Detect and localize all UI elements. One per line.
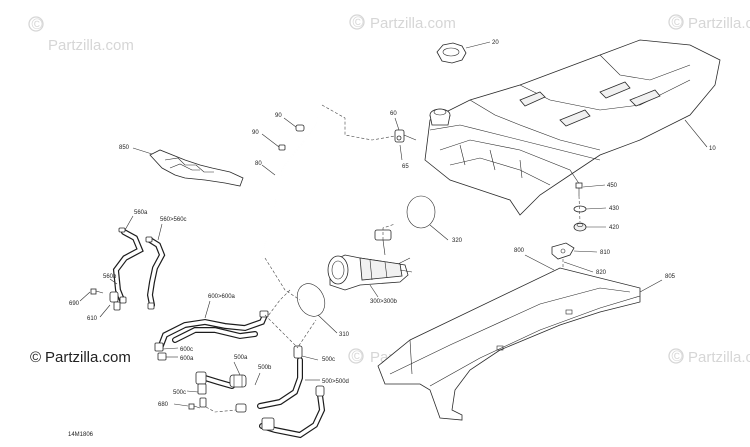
callout-90: 90 <box>275 113 282 119</box>
svg-text:©: © <box>30 349 41 366</box>
callout-850: 850 <box>119 145 130 151</box>
fuel-cap <box>436 42 467 64</box>
screw-680 <box>188 403 201 410</box>
svg-text:©: © <box>672 14 683 31</box>
pump-gasket <box>296 283 326 317</box>
mount-bracket <box>551 242 575 260</box>
fuel-tank <box>424 39 721 216</box>
svg-text:Partzilla.com: Partzilla.com <box>370 15 456 32</box>
tube-clip <box>278 124 305 151</box>
callout-65: 65 <box>402 164 409 170</box>
svg-text:Partzilla.com: Partzilla.com <box>688 349 750 366</box>
callout-560b: 560b <box>103 274 117 280</box>
callout-500a: 500a <box>234 355 248 361</box>
fitting-610 <box>109 291 121 311</box>
callout-420: 420 <box>609 225 620 231</box>
callout-500c2: 500c <box>173 390 186 396</box>
callout-600c: 600c <box>180 347 193 353</box>
callout-820: 820 <box>596 270 607 276</box>
svg-text:Partzilla.com: Partzilla.com <box>45 349 131 366</box>
svg-text:Partzilla.com: Partzilla.com <box>48 37 134 54</box>
hose-clamps-600 <box>154 310 269 361</box>
callout-430: 430 <box>609 206 620 212</box>
callout-10: 10 <box>709 146 716 152</box>
callout-90b: 90 <box>252 130 259 136</box>
bolt <box>575 182 583 196</box>
watermark-top-left: © Partzilla.com <box>28 16 134 54</box>
svg-text:©: © <box>672 348 683 365</box>
callout-805: 805 <box>665 274 676 280</box>
callout-610: 610 <box>87 316 98 322</box>
watermark-bottom-right: © Partzilla.com <box>668 348 750 366</box>
hose-clamps-560 <box>118 227 155 310</box>
callout-500d: 500>500d <box>322 379 349 385</box>
callout-310: 310 <box>339 332 350 338</box>
callout-500c: 500c <box>322 357 335 363</box>
tank-gasket <box>406 195 436 229</box>
watermark-top-right: © Partzilla.com <box>668 14 750 32</box>
callout-800: 800 <box>514 248 525 254</box>
callout-680: 680 <box>158 402 169 408</box>
callout-560c: 560>560c <box>160 217 187 223</box>
callout-810: 810 <box>600 250 611 256</box>
fuel-filter <box>229 374 247 388</box>
skid-plate <box>377 267 641 421</box>
washer <box>573 205 587 213</box>
partzilla-logo: © Partzilla.com <box>30 349 131 366</box>
callout-690: 690 <box>69 301 80 307</box>
callout-80: 80 <box>255 161 262 167</box>
callout-500b: 500b <box>258 365 272 371</box>
callout-450: 450 <box>607 183 618 189</box>
svg-text:Partzilla.com: Partzilla.com <box>688 15 750 32</box>
screw <box>90 288 104 295</box>
vent-tube <box>261 104 323 259</box>
callout-560a: 560a <box>134 210 148 216</box>
quick-connect <box>195 345 325 431</box>
svg-text:©: © <box>32 16 43 33</box>
vent-valve <box>394 129 417 143</box>
diagram-code: 14M1806 <box>68 432 94 438</box>
svg-text:©: © <box>352 348 363 365</box>
heat-shield <box>149 149 244 187</box>
callout-60: 60 <box>390 111 397 117</box>
callout-20: 20 <box>492 40 499 46</box>
callout-600a2: 600a <box>180 356 194 362</box>
hose-560 <box>112 229 166 308</box>
svg-text:©: © <box>353 14 364 31</box>
fuel-pump <box>327 229 413 291</box>
hose-600 <box>157 312 268 351</box>
callout-600a: 600>600a <box>208 294 236 300</box>
rubber-mount <box>573 222 587 232</box>
watermark-top-center: © Partzilla.com <box>349 14 456 32</box>
callout-300b: 300>300b <box>370 299 398 305</box>
callout-320: 320 <box>452 238 463 244</box>
